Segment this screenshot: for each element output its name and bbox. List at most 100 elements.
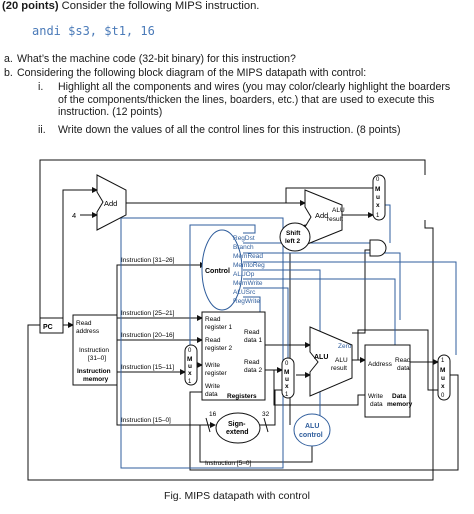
regdst-mux-zero: 0 [188, 348, 192, 354]
shift-left-2 [279, 222, 311, 252]
pc-mux-one: 1 [376, 213, 380, 219]
dmem-write-a: Write [368, 393, 383, 400]
regdst-mux-one: 1 [188, 379, 192, 385]
pc-register [39, 317, 64, 334]
dmem-title-2: memory [387, 401, 413, 408]
pc-label: PC [43, 324, 53, 331]
memtoreg-mux-zero: 0 [441, 393, 445, 399]
memtoreg-mux-one: 1 [441, 358, 445, 364]
alu-result-label-2: result [331, 365, 347, 372]
add-pc-unit [96, 174, 127, 231]
regdst-mux [184, 344, 198, 386]
imem-title-1: Instruction [77, 368, 111, 375]
wire-zero [352, 249, 370, 334]
width-in-label: 16 [209, 411, 217, 418]
control-region [120, 217, 284, 469]
wire-rd2-dmem [273, 370, 365, 406]
reg-wdata-b: data [205, 391, 218, 398]
add-pc-label: Add [104, 199, 117, 208]
control-label: Control [205, 268, 230, 275]
alusrc-mux [281, 357, 295, 399]
signal-alusrc: ALUSrc [233, 289, 256, 296]
registers-title: Registers [227, 393, 257, 400]
memtoreg-mux-x: x [441, 383, 445, 390]
bus-tick-16 [205, 417, 211, 433]
signal-memwrite: MemWrite [233, 280, 263, 287]
memtoreg-mux [437, 354, 451, 401]
wire-sext-mux [260, 389, 282, 426]
subpart-ii-label: ii. [38, 124, 46, 136]
pc-source-mux [372, 174, 386, 221]
reg-read1-b: register 1 [205, 324, 232, 331]
wire-writeback [189, 374, 459, 471]
alusrc-mux-u: u [285, 376, 289, 383]
reg-rd2-b: data 2 [244, 367, 262, 374]
wire-pc4-mux [285, 187, 373, 203]
dmem-address: Address [368, 361, 393, 368]
alu-result-bottom: result [327, 216, 343, 223]
wire-funct [199, 425, 313, 463]
instruction-code: andi $s3, $t1, 16 [32, 24, 155, 38]
reg-write-a: Write [205, 362, 220, 369]
reg-wdata-a: Write [205, 383, 220, 390]
branch-and-gate [369, 239, 387, 257]
memtoreg-mux-u: u [441, 375, 445, 382]
field-rd: Instruction [15–11] [121, 364, 174, 371]
dmem-read-a: Read [395, 357, 411, 364]
subpart-i-text: Highlight all the components and wires (… [58, 81, 451, 119]
sign-extend-label-1: Sign- [228, 421, 246, 428]
data-memory [364, 344, 411, 418]
wire-pc-add [62, 187, 98, 325]
alu-control-label-2: control [299, 432, 323, 439]
imem-instruction-label: Instruction [79, 347, 109, 354]
imem-read-label: Read [76, 320, 92, 327]
control-unit [201, 229, 243, 311]
signal-memtoreg: MemtoReg [233, 262, 265, 269]
imem-range-label: [31–0] [88, 355, 106, 362]
ctrl-memtoreg [243, 261, 457, 355]
reg-rd1-a: Read [244, 329, 260, 336]
sign-extend-unit [215, 412, 261, 444]
field-rs: Instruction [25–21] [121, 310, 175, 317]
alusrc-mux-one: 1 [285, 392, 289, 398]
imem-title-2: memory [83, 376, 109, 383]
alu-control-unit [293, 413, 331, 447]
points-label: (20 points) [2, 0, 59, 12]
register-file [201, 311, 266, 401]
part-a-label: a. [4, 53, 13, 65]
subpart-ii-text: Write down the values of all the control… [58, 124, 401, 136]
dmem-read-b: data [397, 365, 410, 372]
reg-read2-a: Read [205, 337, 221, 344]
reg-rd2-a: Read [244, 359, 260, 366]
figure-caption: Fig. MIPS datapath with control [164, 490, 310, 502]
instruction-memory [72, 314, 118, 386]
shift-label-2: left 2 [285, 238, 301, 245]
regdst-mux-u: u [188, 363, 192, 370]
bus-tick-32 [263, 417, 269, 433]
alusrc-mux-zero: 0 [285, 361, 289, 367]
reg-read2-b: register 2 [205, 345, 232, 352]
alusrc-mux-x: x [285, 383, 289, 390]
four-label: 4 [72, 211, 76, 220]
add-branch-label: Add [315, 211, 328, 220]
alu-result-label-1: ALU [335, 357, 348, 364]
memtoreg-mux-m: M [440, 367, 445, 374]
part-b-text: Considering the following block diagram … [17, 67, 367, 79]
wire-pc-feedback [27, 220, 434, 481]
main-alu [309, 326, 353, 397]
field-imm: Instruction [15–0] [121, 417, 171, 424]
alu-zero-label: Zero [338, 343, 352, 350]
signal-branch: Branch [233, 244, 254, 251]
reg-read1-a: Read [205, 316, 221, 323]
wire-alu-bypass [357, 329, 438, 391]
ctrl-regwrite [243, 296, 261, 312]
question-header: (20 points) Consider the following MIPS … [2, 0, 259, 12]
alu-result-top: ALU [332, 207, 345, 214]
reg-rd1-b: data 1 [244, 337, 262, 344]
signal-memread: MemRead [233, 253, 263, 260]
signal-regwrite: RegWrite [233, 298, 260, 305]
dmem-title-1: Data [392, 393, 406, 400]
regdst-mux-m: M [187, 356, 192, 363]
width-out-label: 32 [262, 411, 270, 418]
